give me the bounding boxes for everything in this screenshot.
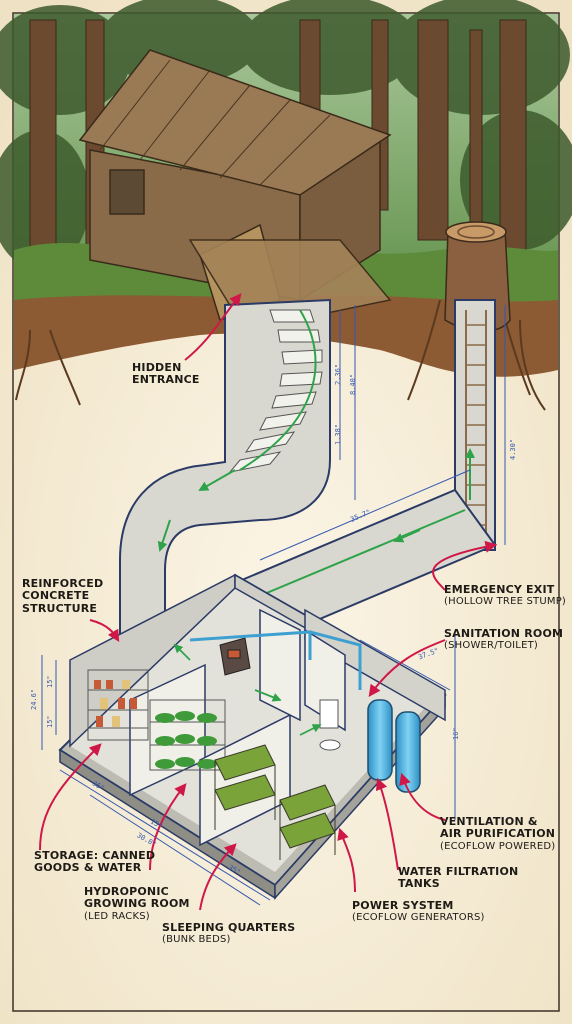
callout-hydroponic-note: (LED RACKS) (84, 910, 150, 922)
pointer-power (337, 827, 356, 893)
dim-stair-total: 8.40" (349, 373, 357, 395)
pointer-sanitation (368, 639, 446, 697)
callout-hidden-entrance-title: HIDDEN ENTRANCE (132, 361, 200, 387)
pointer-hidden-entrance (184, 293, 242, 361)
callout-hidden-entrance: HIDDEN ENTRANCE (132, 361, 200, 387)
callout-hydroponic-title: HYDROPONIC GROWING ROOM (84, 885, 190, 911)
callout-ventilation-title: VENTILATION & AIR PURIFICATION (440, 815, 556, 841)
storage-shelves (87, 669, 149, 741)
pointer-emergency-exit (432, 540, 498, 591)
callout-water-filtration-title: WATER FILTRATION TANKS (398, 865, 519, 891)
pointer-sleeping (199, 843, 237, 911)
ventilation-ducts (189, 630, 362, 690)
dim-exit-shaft: 4.30" (509, 438, 517, 460)
callout-power-title: POWER SYSTEM (352, 899, 454, 912)
callout-emergency-exit-note: (HOLLOW TREE STUMP) (444, 596, 567, 608)
dimension-lines (41, 305, 506, 906)
callout-sanitation-title: SANITATION ROOM (444, 627, 564, 640)
callout-ventilation: VENTILATION & AIR PURIFICATION (ECOFLOW … (440, 815, 556, 852)
bunk-beds (214, 744, 336, 860)
callout-emergency-exit: EMERGENCY EXIT (HOLLOW TREE STUMP) (444, 583, 567, 608)
pointer-water (375, 777, 399, 871)
callout-sleeping-title: SLEEPING QUARTERS (162, 921, 296, 934)
callout-ventilation-note: (ECOFLOW POWERED) (440, 840, 556, 852)
emergency-exit-shaft (454, 299, 496, 551)
pointer-hydroponic (149, 783, 187, 871)
pointer-ventilation (399, 772, 446, 821)
callout-emergency-exit-title: EMERGENCY EXIT (444, 583, 555, 596)
callout-concrete-title: REINFORCED CONCRETE STRUCTURE (22, 577, 104, 615)
entrance-stair-tunnel (119, 298, 331, 642)
dim-left-outer: 24.6" (30, 688, 38, 710)
callout-storage: STORAGE: CANNED GOODS & WATER (34, 849, 156, 875)
dim-bunker-height: 16" (452, 727, 460, 740)
callout-storage-title: STORAGE: CANNED GOODS & WATER (34, 849, 156, 875)
callout-water-filtration: WATER FILTRATION TANKS (398, 865, 519, 891)
callout-sanitation-note: (SHOWER/TOILET) (444, 640, 538, 652)
callout-pointers (39, 293, 498, 911)
callout-power-note: (ECOFLOW GENERATORS) (352, 912, 485, 924)
callout-sleeping: SLEEPING QUARTERS (BUNK BEDS) (162, 921, 296, 946)
callout-concrete-structure: REINFORCED CONCRETE STRUCTURE (22, 577, 104, 615)
sanitation-fixtures (319, 699, 341, 751)
callout-power-system: POWER SYSTEM (ECOFLOW GENERATORS) (352, 899, 485, 924)
dim-stair-upper: 2.36" (334, 363, 342, 385)
callout-sleeping-note: (BUNK BEDS) (162, 934, 231, 946)
power-generator (219, 637, 251, 676)
dim-stair-lower: 1.38" (334, 423, 342, 445)
dim-left-upper: 15" (46, 675, 54, 688)
callout-sanitation: SANITATION ROOM (SHOWER/TOILET) (444, 627, 564, 652)
hydroponic-racks (149, 699, 226, 771)
pointer-concrete (89, 619, 120, 643)
bunker-floorplan (58, 573, 447, 900)
dim-left-lower: 15" (46, 715, 54, 728)
callout-hydroponic: HYDROPONIC GROWING ROOM (LED RACKS) (84, 885, 190, 922)
pointer-storage (39, 743, 102, 851)
